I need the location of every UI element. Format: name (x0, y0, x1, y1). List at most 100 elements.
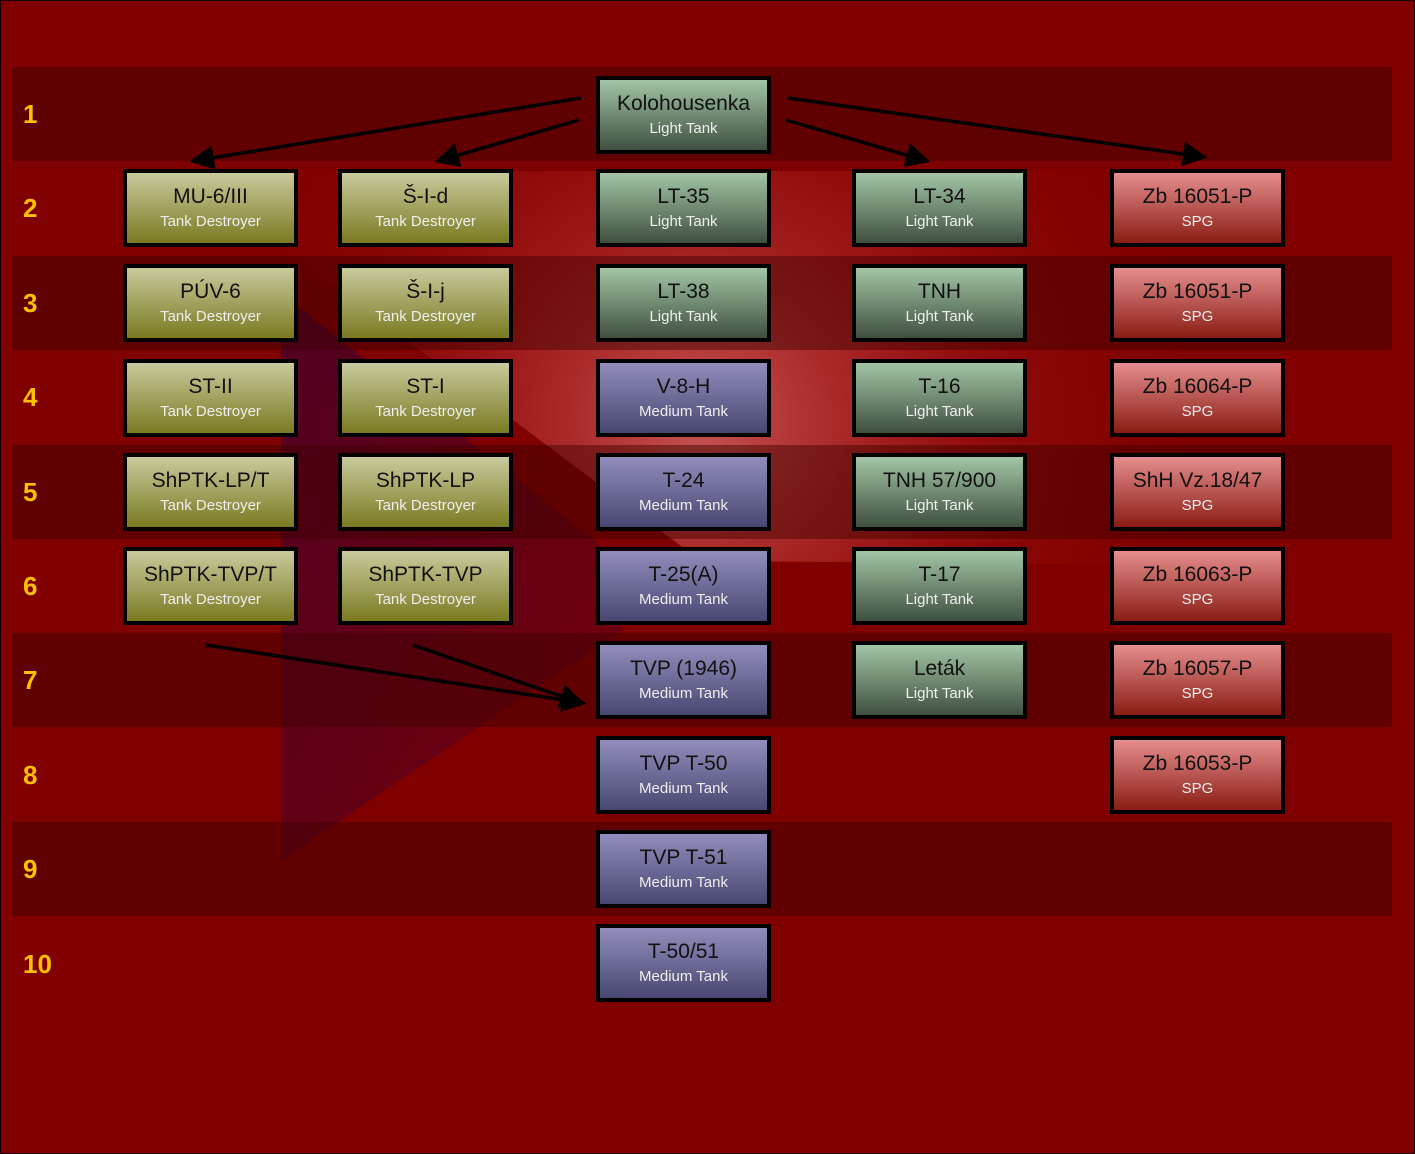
vehicle-name: ShPTK-TVP (368, 563, 483, 586)
vehicle-name: Š-I-j (406, 280, 445, 303)
vehicle-name: T-24 (662, 469, 705, 492)
vehicle-name: ST-I (406, 375, 445, 398)
vehicle-type: Light Tank (905, 308, 974, 325)
vehicle-name: TVP T-50 (639, 752, 728, 775)
vehicle-name: ShPTK-LP/T (151, 469, 270, 492)
vehicle-name: LT-35 (657, 185, 710, 208)
arrow-shptktvp-to-tvp1946 (412, 643, 585, 708)
vehicle-type: Medium Tank (639, 497, 728, 514)
vehicle-node-tnh[interactable]: TNH Light Tank (852, 264, 1027, 342)
vehicle-name: ShPTK-TVP/T (143, 563, 278, 586)
vehicle-name: Zb 16051-P (1142, 185, 1253, 208)
vehicle-name: TVP (1946) (630, 657, 737, 680)
vehicle-node-shptklpt[interactable]: ShPTK-LP/T Tank Destroyer (123, 453, 298, 531)
vehicle-type: Tank Destroyer (375, 213, 476, 230)
vehicle-type: Tank Destroyer (375, 403, 476, 420)
vehicle-type: SPG (1181, 497, 1214, 514)
vehicle-name: LT-34 (913, 185, 966, 208)
vehicle-name: T-25(A) (648, 563, 719, 586)
vehicle-name: Š-I-d (402, 185, 449, 208)
vehicle-name: T-50/51 (647, 940, 720, 963)
arrow-kolohousenka-to-mu6 (189, 96, 582, 170)
vehicle-node-shptklp[interactable]: ShPTK-LP Tank Destroyer (338, 453, 513, 531)
vehicle-type: Tank Destroyer (160, 403, 261, 420)
arrow-kolohousenka-to-sid (434, 118, 580, 167)
vehicle-name: Leták (913, 657, 966, 680)
vehicle-type: Light Tank (649, 308, 718, 325)
vehicle-node-zb16053[interactable]: Zb 16053-P SPG (1110, 736, 1285, 814)
vehicle-type: Tank Destroyer (160, 497, 261, 514)
tier-label: 7 (23, 665, 38, 696)
tier-label: 9 (23, 854, 38, 885)
arrow-shptktvpt-to-tvp1946 (205, 643, 587, 712)
vehicle-type: Tank Destroyer (375, 308, 476, 325)
tier-label: 8 (23, 759, 38, 790)
vehicle-type: SPG (1181, 685, 1214, 702)
vehicle-node-st1[interactable]: ST-I Tank Destroyer (338, 359, 513, 437)
vehicle-node-shptktvpt[interactable]: ShPTK-TVP/T Tank Destroyer (123, 547, 298, 625)
tier-label: 6 (23, 571, 38, 601)
vehicle-name: TNH (917, 280, 962, 303)
vehicle-type: SPG (1181, 780, 1214, 797)
vehicle-name: TVP T-51 (639, 846, 728, 869)
tier-label: 3 (23, 287, 38, 318)
vehicle-type: SPG (1181, 213, 1214, 230)
vehicle-name: ST-II (188, 375, 233, 398)
vehicle-node-t25a[interactable]: T-25(A) Medium Tank (596, 547, 771, 625)
vehicle-node-zb16057[interactable]: Zb 16057-P SPG (1110, 641, 1285, 719)
vehicle-type: Tank Destroyer (160, 213, 261, 230)
vehicle-type: Light Tank (905, 497, 974, 514)
vehicle-node-tvp1946[interactable]: TVP (1946) Medium Tank (596, 641, 771, 719)
vehicle-type: Light Tank (905, 213, 974, 230)
vehicle-name: ShPTK-LP (375, 469, 476, 492)
vehicle-name: Zb 16053-P (1142, 752, 1253, 775)
vehicle-name: Zb 16063-P (1142, 563, 1253, 586)
vehicle-type: Light Tank (649, 213, 718, 230)
vehicle-type: Medium Tank (639, 780, 728, 797)
vehicle-type: Medium Tank (639, 685, 728, 702)
vehicle-name: T-17 (918, 563, 961, 586)
vehicle-type: Tank Destroyer (375, 497, 476, 514)
vehicle-type: Medium Tank (639, 591, 728, 608)
vehicle-node-mu6[interactable]: MU-6/III Tank Destroyer (123, 169, 298, 247)
vehicle-type: Light Tank (905, 403, 974, 420)
vehicle-name: MU-6/III (173, 185, 248, 208)
tier-label: 4 (23, 382, 38, 413)
vehicle-name: Kolohousenka (616, 92, 751, 115)
vehicle-type: Tank Destroyer (160, 591, 261, 608)
vehicle-node-st2[interactable]: ST-II Tank Destroyer (123, 359, 298, 437)
vehicle-type: Medium Tank (639, 968, 728, 985)
vehicle-type: SPG (1181, 403, 1214, 420)
tier-label: 1 (23, 99, 38, 129)
vehicle-name: Zb 16057-P (1142, 657, 1253, 680)
vehicle-name: V-8-H (656, 375, 711, 398)
tier-label: 2 (23, 193, 38, 224)
vehicle-name: LT-38 (657, 280, 710, 303)
tier-label: 10 (23, 948, 52, 979)
vehicle-node-zb16051a[interactable]: Zb 16051-P SPG (1110, 169, 1285, 247)
vehicle-type: Light Tank (905, 685, 974, 702)
arrow-kolohousenka-to-zb16051a (787, 96, 1208, 167)
